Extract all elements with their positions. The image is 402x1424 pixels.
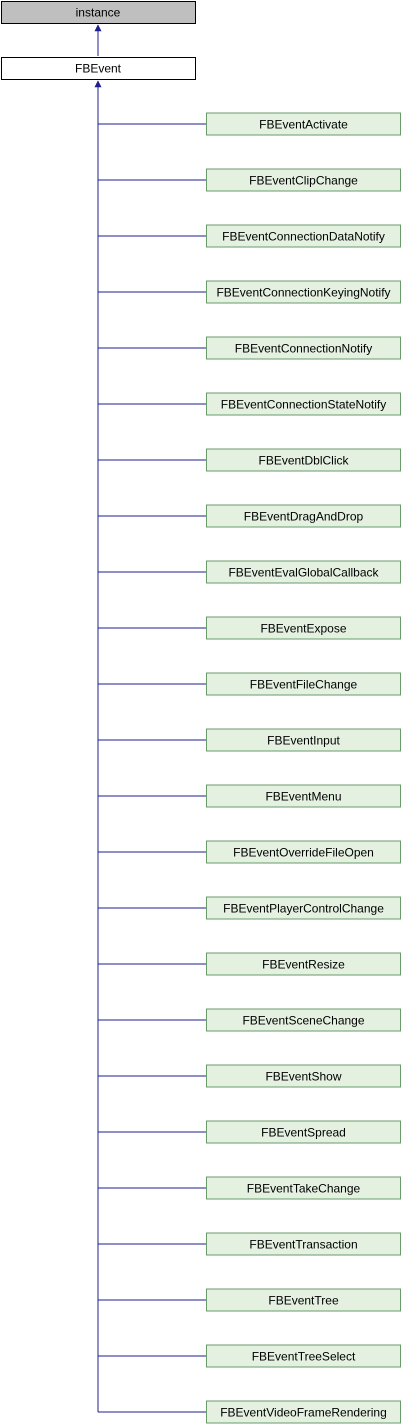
node-instance-label: instance <box>76 6 121 20</box>
node-fbeventevalglobalcallback-box <box>206 560 401 584</box>
node-fbeventresize-box <box>206 952 401 976</box>
node-fbeventtakechange[interactable]: FBEventTakeChange <box>98 1176 401 1200</box>
node-fbeventspread-label: FBEventSpread <box>261 1126 346 1140</box>
node-fbeventconnectionnotify[interactable]: FBEventConnectionNotify <box>98 336 401 360</box>
node-fbeventspread[interactable]: FBEventSpread <box>98 1120 401 1144</box>
node-fbeventoverridefileopen-box <box>206 840 401 864</box>
node-fbeventclipchange[interactable]: FBEventClipChange <box>98 168 401 192</box>
node-fbeventdraganddrop-label: FBEventDragAndDrop <box>244 510 364 524</box>
node-fbeventplayercontrolchange-box <box>206 896 401 920</box>
node-instance[interactable]: instance <box>1 1 196 24</box>
node-fbeventshow-box <box>206 1064 401 1088</box>
node-fbeventactivate-box <box>206 112 401 136</box>
node-fbeventconnectiondatanotify-box <box>206 224 401 248</box>
node-fbeventinput[interactable]: FBEventInput <box>98 728 401 752</box>
node-fbeventmenu-box <box>206 784 401 808</box>
node-fbeventfilechange[interactable]: FBEventFileChange <box>98 672 401 696</box>
node-fbeventshow[interactable]: FBEventShow <box>98 1064 401 1088</box>
node-fbeventplayercontrolchange[interactable]: FBEventPlayerControlChange <box>98 896 401 920</box>
node-fbeventinput-label: FBEventInput <box>267 734 340 748</box>
node-fbeventconnectionstatenotify-box <box>206 392 401 416</box>
node-fbeventactivate[interactable]: FBEventActivate <box>98 112 401 136</box>
node-fbeventconnectionkeyingnotify-box <box>206 280 401 304</box>
node-fbeventvideoframerendering-box <box>206 1400 401 1424</box>
node-fbeventtakechange-label: FBEventTakeChange <box>247 1182 361 1196</box>
node-fbeventshow-label: FBEventShow <box>265 1070 341 1084</box>
node-fbeventconnectionstatenotify-label: FBEventConnectionStateNotify <box>221 398 386 412</box>
node-fbeventmenu[interactable]: FBEventMenu <box>98 784 401 808</box>
node-fbeventspread-box <box>206 1120 401 1144</box>
node-fbeventexpose-label: FBEventExpose <box>260 622 346 636</box>
node-fbeventresize-label: FBEventResize <box>262 958 345 972</box>
node-fbeventdraganddrop[interactable]: FBEventDragAndDrop <box>98 504 401 528</box>
node-fbeventinput-box <box>206 728 401 752</box>
node-fbeventtransaction[interactable]: FBEventTransaction <box>98 1232 401 1256</box>
subclass-nodes: FBEventActivateFBEventClipChangeFBEventC… <box>98 112 401 1424</box>
node-fbeventmenu-label: FBEventMenu <box>265 790 341 804</box>
node-fbeventclipchange-label: FBEventClipChange <box>249 174 358 188</box>
node-fbeventtransaction-box <box>206 1232 401 1256</box>
node-fbeventconnectiondatanotify-label: FBEventConnectionDataNotify <box>222 230 385 244</box>
node-fbeventevalglobalcallback-label: FBEventEvalGlobalCallback <box>228 566 379 580</box>
node-fbeventvideoframerendering-label: FBEventVideoFrameRendering <box>220 1406 387 1420</box>
node-fbeventtree[interactable]: FBEventTree <box>98 1288 401 1312</box>
node-fbeventclipchange-box <box>206 168 401 192</box>
node-fbeventevalglobalcallback[interactable]: FBEventEvalGlobalCallback <box>98 560 401 584</box>
node-fbeventtree-label: FBEventTree <box>268 1294 339 1308</box>
node-fbeventtakechange-box <box>206 1176 401 1200</box>
node-fbeventconnectionnotify-box <box>206 336 401 360</box>
node-fbeventscenechange[interactable]: FBEventSceneChange <box>98 1008 401 1032</box>
node-fbeventfilechange-box <box>206 672 401 696</box>
node-fbeventtreeselect-label: FBEventTreeSelect <box>252 1350 356 1364</box>
node-fbeventdraganddrop-box <box>206 504 401 528</box>
node-fbeventexpose-box <box>206 616 401 640</box>
node-fbeventconnectionkeyingnotify[interactable]: FBEventConnectionKeyingNotify <box>98 280 401 304</box>
node-fbeventtransaction-label: FBEventTransaction <box>249 1238 357 1252</box>
node-fbeventconnectionstatenotify[interactable]: FBEventConnectionStateNotify <box>98 392 401 416</box>
node-fbeventconnectionnotify-label: FBEventConnectionNotify <box>235 342 372 356</box>
node-fbeventplayercontrolchange-label: FBEventPlayerControlChange <box>223 902 384 916</box>
node-fbeventfilechange-label: FBEventFileChange <box>250 678 358 692</box>
node-fbeventdblclick[interactable]: FBEventDblClick <box>98 448 401 472</box>
node-fbeventtreeselect[interactable]: FBEventTreeSelect <box>98 1344 401 1368</box>
node-fbevent[interactable]: FBEvent <box>1 57 196 80</box>
node-fbeventoverridefileopen-label: FBEventOverrideFileOpen <box>233 846 374 860</box>
node-fbevent-box <box>1 57 196 80</box>
node-fbeventconnectionkeyingnotify-label: FBEventConnectionKeyingNotify <box>216 286 390 300</box>
node-fbeventscenechange-box <box>206 1008 401 1032</box>
node-fbeventdblclick-label: FBEventDblClick <box>258 454 349 468</box>
node-fbeventactivate-label: FBEventActivate <box>259 118 348 132</box>
node-instance-box <box>1 1 196 24</box>
node-fbeventexpose[interactable]: FBEventExpose <box>98 616 401 640</box>
node-fbeventtree-box <box>206 1288 401 1312</box>
node-fbeventdblclick-box <box>206 448 401 472</box>
node-fbevent-label: FBEvent <box>75 62 122 76</box>
node-fbeventscenechange-label: FBEventSceneChange <box>242 1014 364 1028</box>
node-fbeventresize[interactable]: FBEventResize <box>98 952 401 976</box>
node-fbeventvideoframerendering[interactable]: FBEventVideoFrameRendering <box>98 1400 401 1424</box>
node-fbeventtreeselect-box <box>206 1344 401 1368</box>
node-fbeventconnectiondatanotify[interactable]: FBEventConnectionDataNotify <box>98 224 401 248</box>
node-fbeventoverridefileopen[interactable]: FBEventOverrideFileOpen <box>98 840 401 864</box>
